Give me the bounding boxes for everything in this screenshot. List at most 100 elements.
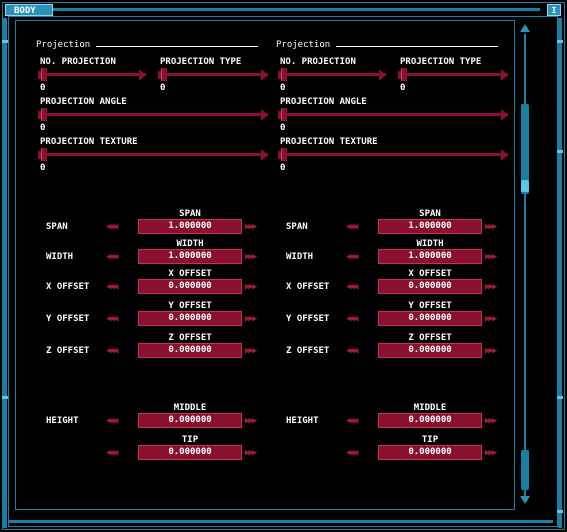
tip-increment-icon[interactable]: ▶▶▶ xyxy=(485,448,497,458)
span-decrement-icon[interactable]: ◀◀◀ xyxy=(346,222,358,232)
scroll-lower-grip[interactable] xyxy=(521,450,529,490)
projection-angle-slider[interactable] xyxy=(38,108,268,122)
projection-section-title: Projection xyxy=(276,40,331,50)
no-projection-slider[interactable] xyxy=(278,68,386,82)
projection-type-slider[interactable] xyxy=(398,68,508,82)
x-offset-decrement-icon[interactable]: ◀◀◀ xyxy=(106,282,118,292)
middle-decrement-icon[interactable]: ◀◀◀ xyxy=(106,416,118,426)
slider-knob[interactable] xyxy=(161,68,167,81)
projection-type-value: 0 xyxy=(400,83,406,93)
slider-right-arrow-icon[interactable] xyxy=(501,109,508,121)
projection-angle-slider[interactable] xyxy=(278,108,508,122)
span-decrement-icon[interactable]: ◀◀◀ xyxy=(106,222,118,232)
tip-input[interactable]: 0.000000 xyxy=(138,445,242,460)
width-row-label: WIDTH xyxy=(46,252,74,262)
projection-texture-label: PROJECTION TEXTURE xyxy=(40,137,138,147)
span-input[interactable]: 1.000000 xyxy=(378,219,482,234)
span-field-label: SPAN xyxy=(419,209,441,219)
slider-knob[interactable] xyxy=(281,68,287,81)
height-row-label: HEIGHT xyxy=(46,416,79,426)
tip-field-label: TIP xyxy=(421,435,439,445)
span-increment-icon[interactable]: ▶▶▶ xyxy=(245,222,257,232)
z-offset-decrement-icon[interactable]: ◀◀◀ xyxy=(346,346,358,356)
slider-knob[interactable] xyxy=(41,108,47,121)
projection-texture-slider[interactable] xyxy=(278,148,508,162)
span-increment-icon[interactable]: ▶▶▶ xyxy=(485,222,497,232)
slider-right-arrow-icon[interactable] xyxy=(501,149,508,161)
slider-knob[interactable] xyxy=(41,148,47,161)
width-input[interactable]: 1.000000 xyxy=(378,249,482,264)
z-offset-increment-icon[interactable]: ▶▶▶ xyxy=(245,346,257,356)
right-rail-knot xyxy=(557,510,563,513)
z-offset-decrement-icon[interactable]: ◀◀◀ xyxy=(106,346,118,356)
x-offset-decrement-icon[interactable]: ◀◀◀ xyxy=(346,282,358,292)
slider-knob[interactable] xyxy=(281,148,287,161)
middle-increment-icon[interactable]: ▶▶▶ xyxy=(485,416,497,426)
projection-angle-label: PROJECTION ANGLE xyxy=(40,97,127,107)
slider-knob[interactable] xyxy=(281,108,287,121)
y-offset-decrement-icon[interactable]: ◀◀◀ xyxy=(346,314,358,324)
middle-field-label: MIDDLE xyxy=(173,403,207,413)
x-offset-row-label: X OFFSET xyxy=(46,282,90,292)
middle-input[interactable]: 0.000000 xyxy=(378,413,482,428)
slider-knob[interactable] xyxy=(401,68,407,81)
middle-input[interactable]: 0.000000 xyxy=(138,413,242,428)
tip-decrement-icon[interactable]: ◀◀◀ xyxy=(346,448,358,458)
width-decrement-icon[interactable]: ◀◀◀ xyxy=(346,252,358,262)
scroll-thumb-handle[interactable] xyxy=(521,180,529,192)
bottom-rail xyxy=(8,520,553,523)
projection-type-label: PROJECTION TYPE xyxy=(400,57,482,67)
window-title-tab[interactable]: BODY xyxy=(5,4,53,16)
slider-knob[interactable] xyxy=(41,68,47,81)
tip-decrement-icon[interactable]: ◀◀◀ xyxy=(106,448,118,458)
x-offset-row-label: X OFFSET xyxy=(286,282,330,292)
z-offset-input[interactable]: 0.000000 xyxy=(378,343,482,358)
width-field-label: WIDTH xyxy=(416,239,444,249)
projection-section-title: Projection xyxy=(36,40,91,50)
slider-right-arrow-icon[interactable] xyxy=(139,69,146,81)
z-offset-input[interactable]: 0.000000 xyxy=(138,343,242,358)
z-offset-row-label: Z OFFSET xyxy=(46,346,90,356)
slider-right-arrow-icon[interactable] xyxy=(261,69,268,81)
y-offset-increment-icon[interactable]: ▶▶▶ xyxy=(245,314,257,324)
y-offset-increment-icon[interactable]: ▶▶▶ xyxy=(485,314,497,324)
projection-texture-slider[interactable] xyxy=(38,148,268,162)
vertical-scrollbar[interactable] xyxy=(518,22,532,508)
width-increment-icon[interactable]: ▶▶▶ xyxy=(245,252,257,262)
window-corner-button[interactable]: I xyxy=(547,4,561,16)
projection-type-slider[interactable] xyxy=(158,68,268,82)
width-increment-icon[interactable]: ▶▶▶ xyxy=(485,252,497,262)
tip-increment-icon[interactable]: ▶▶▶ xyxy=(245,448,257,458)
scroll-down-arrow-icon[interactable] xyxy=(520,496,530,504)
scroll-track[interactable] xyxy=(524,34,526,500)
no-projection-slider[interactable] xyxy=(38,68,146,82)
slider-right-arrow-icon[interactable] xyxy=(379,69,386,81)
no-projection-label: NO. PROJECTION xyxy=(280,57,356,67)
width-row-label: WIDTH xyxy=(286,252,314,262)
window-title-bar[interactable] xyxy=(53,8,540,11)
span-input[interactable]: 1.000000 xyxy=(138,219,242,234)
slider-right-arrow-icon[interactable] xyxy=(501,69,508,81)
y-offset-input[interactable]: 0.000000 xyxy=(138,311,242,326)
tip-input[interactable]: 0.000000 xyxy=(378,445,482,460)
width-decrement-icon[interactable]: ◀◀◀ xyxy=(106,252,118,262)
x-offset-input[interactable]: 0.000000 xyxy=(138,279,242,294)
projection-texture-label: PROJECTION TEXTURE xyxy=(280,137,378,147)
y-offset-field-label: Y OFFSET xyxy=(408,301,452,311)
scroll-up-arrow-icon[interactable] xyxy=(520,24,530,32)
middle-increment-icon[interactable]: ▶▶▶ xyxy=(245,416,257,426)
x-offset-increment-icon[interactable]: ▶▶▶ xyxy=(245,282,257,292)
slider-right-arrow-icon[interactable] xyxy=(261,149,268,161)
middle-decrement-icon[interactable]: ◀◀◀ xyxy=(346,416,358,426)
width-input[interactable]: 1.000000 xyxy=(138,249,242,264)
projection-texture-value: 0 xyxy=(40,163,46,173)
span-row-label: SPAN xyxy=(286,222,308,232)
y-offset-decrement-icon[interactable]: ◀◀◀ xyxy=(106,314,118,324)
slider-right-arrow-icon[interactable] xyxy=(261,109,268,121)
x-offset-increment-icon[interactable]: ▶▶▶ xyxy=(485,282,497,292)
y-offset-field-label: Y OFFSET xyxy=(168,301,212,311)
x-offset-input[interactable]: 0.000000 xyxy=(378,279,482,294)
z-offset-increment-icon[interactable]: ▶▶▶ xyxy=(485,346,497,356)
scroll-thumb[interactable] xyxy=(521,104,529,194)
y-offset-input[interactable]: 0.000000 xyxy=(378,311,482,326)
